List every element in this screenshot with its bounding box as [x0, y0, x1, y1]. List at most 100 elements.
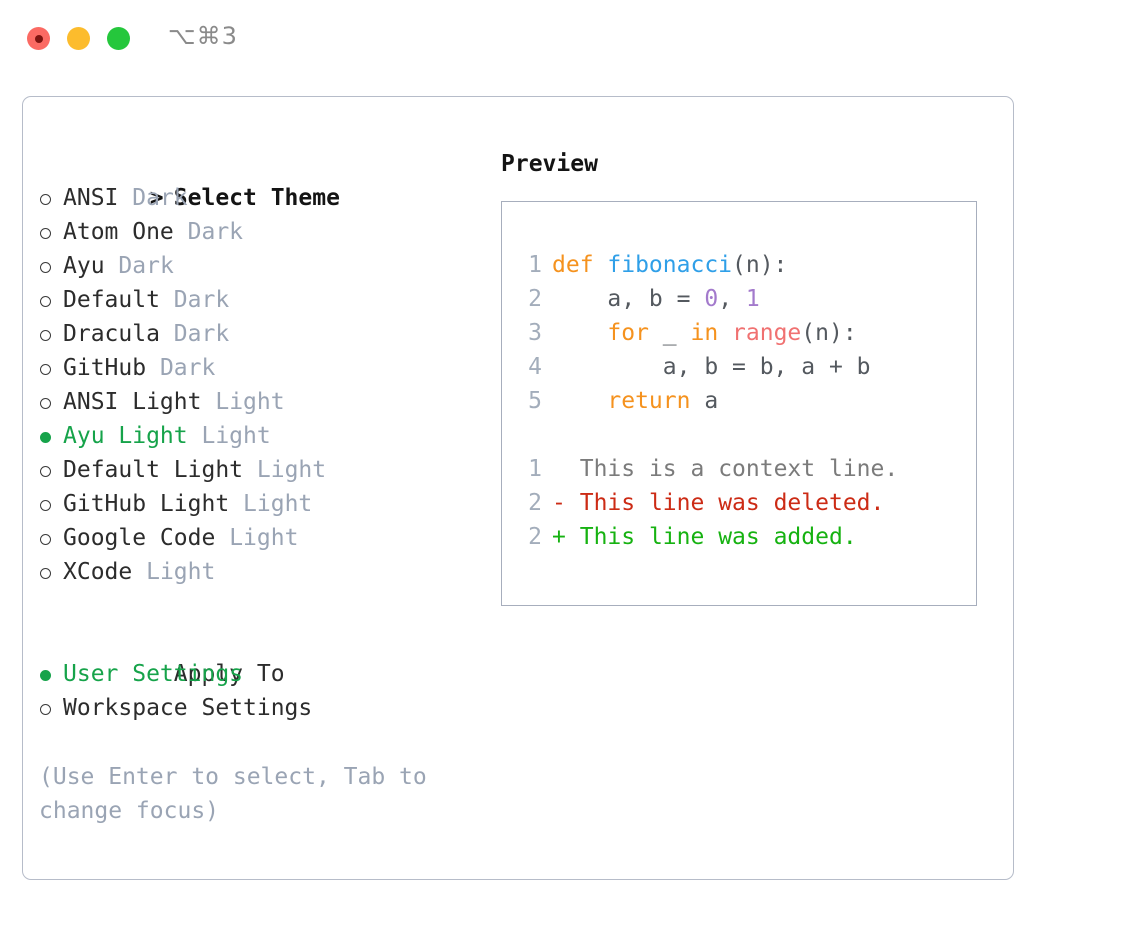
- theme-list-item[interactable]: Ayu Dark: [39, 249, 479, 283]
- diff-line-number: 2: [528, 490, 542, 516]
- code-token: [552, 388, 607, 414]
- theme-list-item[interactable]: Atom One Dark: [39, 215, 479, 249]
- minimize-button[interactable]: [67, 27, 90, 50]
- theme-name-label: GitHub Light: [63, 491, 230, 517]
- theme-list-item[interactable]: ANSI Dark: [39, 181, 479, 215]
- code-token: for: [607, 320, 649, 346]
- title-bar: ⌥⌘3: [0, 0, 1140, 76]
- line-number: 1: [528, 252, 542, 278]
- diff-line-number: 1: [528, 456, 542, 482]
- select-theme-heading-label: Select Theme: [173, 185, 340, 211]
- theme-list-item[interactable]: GitHub Dark: [39, 351, 479, 385]
- code-token: (n):: [801, 320, 857, 346]
- theme-name-label: Default: [63, 287, 160, 313]
- diff-sign: -: [552, 490, 566, 516]
- theme-list-item[interactable]: GitHub Light Light: [39, 487, 479, 521]
- diff-sign-gap: [566, 490, 580, 516]
- code-token: def: [552, 252, 608, 278]
- label-spacer: [215, 525, 229, 551]
- apply-to-label: User Settings: [63, 661, 244, 687]
- diff-line: 2- This line was deleted.: [516, 486, 898, 520]
- theme-variant-tag: Light: [229, 525, 299, 551]
- preview-heading: Preview: [501, 151, 598, 177]
- line-number: 5: [528, 388, 542, 414]
- label-spacer: [160, 321, 174, 347]
- code-token: [552, 320, 607, 346]
- diff-sign-gap: [566, 524, 580, 550]
- code-token: fibonacci: [607, 252, 733, 278]
- theme-name-label: Ayu Light: [63, 423, 188, 449]
- code-token: (n):: [732, 252, 788, 278]
- section-spacer: [39, 589, 479, 623]
- theme-variant-tag: Dark: [132, 185, 188, 211]
- label-spacer: [118, 185, 132, 211]
- code-line: 4 a, b = b, a + b: [516, 350, 898, 384]
- theme-variant-tag: Light: [243, 491, 313, 517]
- diff-text: This line was deleted.: [579, 490, 885, 516]
- label-spacer: [146, 355, 160, 381]
- maximize-button[interactable]: [107, 27, 130, 50]
- focus-caret-icon: >: [149, 185, 178, 211]
- label-spacer: [201, 389, 215, 415]
- line-number: 3: [528, 320, 542, 346]
- diff-line: 1 This is a context line.: [516, 452, 898, 486]
- label-spacer: [160, 287, 174, 313]
- code-token: a: [690, 388, 719, 414]
- theme-list-item[interactable]: Default Dark: [39, 283, 479, 317]
- code-blank-line: [516, 418, 898, 452]
- apply-to-heading-label: Apply To: [173, 661, 285, 687]
- theme-name-label: Dracula: [63, 321, 160, 347]
- keyboard-shortcut-label: ⌥⌘3: [168, 22, 238, 50]
- theme-name-label: Atom One: [63, 219, 174, 245]
- theme-list-item[interactable]: XCode Light: [39, 555, 479, 589]
- theme-variant-tag: Dark: [173, 321, 230, 347]
- diff-sign-gap: [566, 456, 580, 482]
- code-line: 5 return a: [516, 384, 898, 418]
- theme-name-label: Google Code: [63, 525, 216, 551]
- apply-to-item[interactable]: User Settings: [39, 657, 479, 691]
- diff-line-number: 2: [528, 524, 542, 550]
- apply-to-heading: Apply To: [39, 623, 479, 687]
- theme-name-label: Ayu: [63, 253, 105, 279]
- keyboard-hint-text: (Use Enter to select, Tab to change focu…: [39, 764, 441, 824]
- theme-list-item[interactable]: Default Light Light: [39, 453, 479, 487]
- label-spacer: [174, 219, 188, 245]
- close-button[interactable]: [27, 27, 50, 50]
- theme-variant-tag: Light: [201, 423, 271, 449]
- theme-variant-tag: Dark: [173, 287, 230, 313]
- code-token: [718, 320, 732, 346]
- theme-variant-tag: Light: [146, 559, 216, 585]
- label-spacer: [132, 559, 146, 585]
- theme-list-item[interactable]: Ayu Light Light: [39, 419, 479, 453]
- apply-to-label: Workspace Settings: [63, 695, 313, 721]
- theme-name-label: ANSI: [63, 185, 119, 211]
- code-token: 1: [745, 286, 760, 312]
- apply-to-item[interactable]: Workspace Settings: [39, 691, 479, 725]
- code-token: in: [690, 320, 719, 346]
- diff-text: This is a context line.: [579, 456, 899, 482]
- theme-list-item[interactable]: Google Code Light: [39, 521, 479, 555]
- theme-variant-tag: Light: [256, 457, 327, 483]
- theme-list-item[interactable]: Dracula Dark: [39, 317, 479, 351]
- label-spacer: [229, 491, 243, 517]
- code-token: a, b =: [552, 286, 705, 312]
- diff-sign: [552, 456, 566, 482]
- label-spacer: [188, 423, 202, 449]
- code-line: 1 def fibonacci(n):: [516, 248, 898, 282]
- select-theme-heading: > Select Theme: [39, 147, 479, 211]
- diff-text: This line was added.: [579, 524, 857, 550]
- theme-list-item[interactable]: ANSI Light Light: [39, 385, 479, 419]
- theme-name-label: Default Light: [63, 457, 244, 483]
- code-token: ,: [718, 286, 746, 312]
- code-line: 3 for _ in range(n):: [516, 316, 898, 350]
- theme-variant-tag: Dark: [159, 355, 216, 381]
- theme-variant-tag: Light: [215, 389, 285, 415]
- code-line: 2 a, b = 0, 1: [516, 282, 898, 316]
